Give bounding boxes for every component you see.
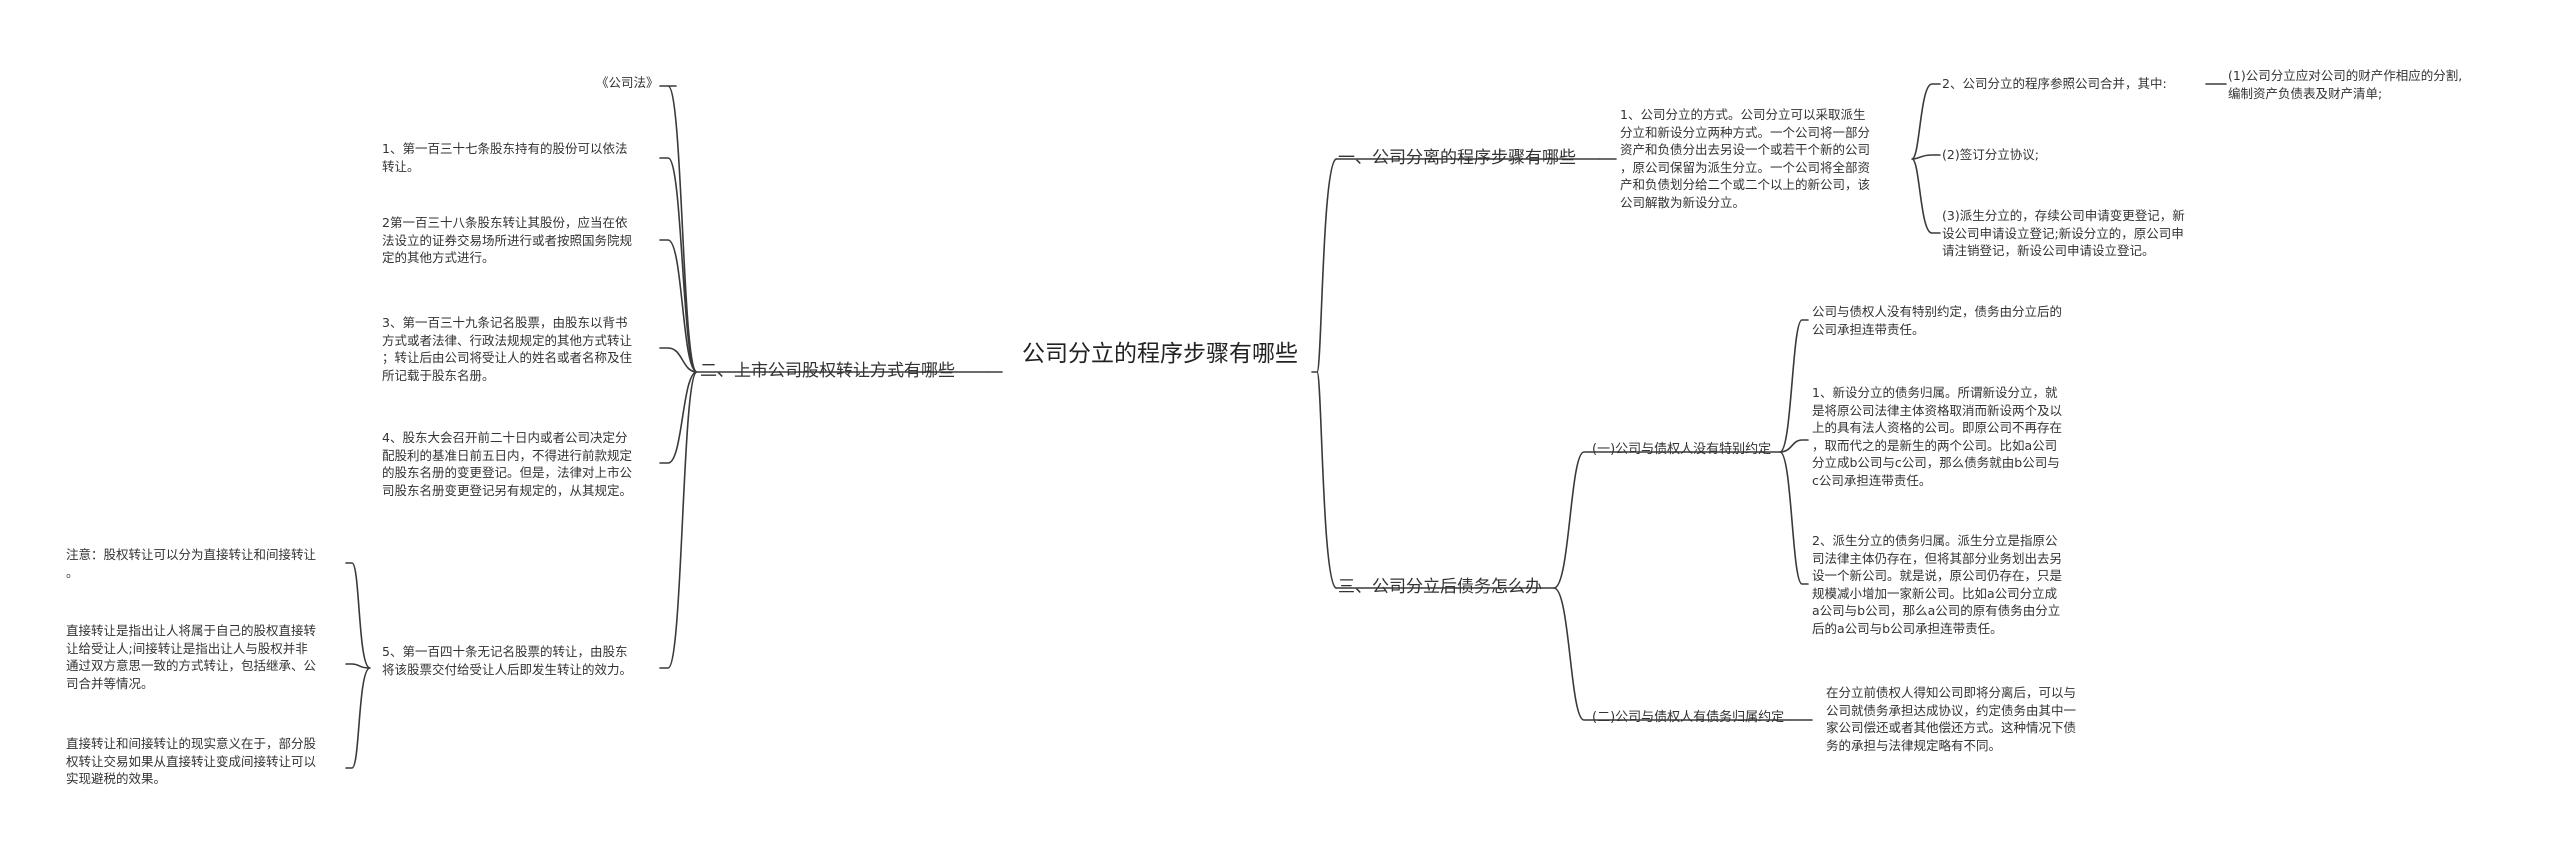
left-item-article-140[interactable]: 5、第一百四十条无记名股票的转让，由股东 将该股票交付给受让人后即发生转让的效力… <box>382 644 633 677</box>
case-debt-agreement[interactable]: (二)公司与债权人有债务归属约定 <box>1592 710 1785 725</box>
connector-left-bracket <box>659 85 698 669</box>
case1-joint-liability[interactable]: 公司与债权人没有特别约定，债务由分立后的 公司承担连带责任。 <box>1812 304 2063 337</box>
case1-derivative-split-debt[interactable]: 2、派生分立的债务归属。派生分立是指原公 司法律主体仍存在，但将其部分业务划出去… <box>1812 533 2063 636</box>
connector-notes-bracket <box>345 562 371 769</box>
step-property-division-detail[interactable]: (1)公司分立应对公司的财产作相应的分割, 编制资产负债表及财产清单; <box>2228 68 2463 101</box>
note-transfer-types[interactable]: 注意：股权转让可以分为直接转让和间接转让 。 <box>66 547 317 580</box>
left-item-article-138[interactable]: 2第一百三十八条股东转让其股份，应当在依 法设立的证券交易场所进行或者按照国务院… <box>382 215 633 265</box>
connector-method-steps <box>1911 83 1941 234</box>
step-registration[interactable]: (3)派生分立的，存续公司申请变更登记，新 设公司申请设立登记;新设分立的，原公… <box>1942 208 2185 258</box>
split-method-text[interactable]: 1、公司分立的方式。公司分立可以采取派生 分立和新设分立两种方式。一个公司将一部… <box>1620 107 1871 210</box>
case2-agreement-text[interactable]: 在分立前债权人得知公司即将分离后，可以与 公司就债务承担达成协议，约定债务由其中… <box>1826 685 2077 753</box>
left-item-article-139[interactable]: 3、第一百三十九条记名股票，由股东以背书 方式或者法律、行政法规规定的其他方式转… <box>382 315 633 383</box>
note-practical-significance[interactable]: 直接转让和间接转让的现实意义在于，部分股 权转让交易如果从直接转让变成间接转让可… <box>66 736 317 786</box>
left-item-article-137[interactable]: 1、第一百三十七条股东持有的股份可以依法 转让。 <box>382 141 628 174</box>
case-no-special-agreement[interactable]: (一)公司与债权人没有特别约定 <box>1592 442 1772 457</box>
step-merge-reference[interactable]: 2、公司分立的程序参照公司合并，其中: <box>1942 76 2167 91</box>
connector-branch2-cases <box>1553 451 1591 721</box>
step-sign-agreement[interactable]: (2)签订分立协议; <box>1942 147 2039 162</box>
connector-root-right <box>1311 158 1337 589</box>
left-item-company-law[interactable]: 《公司法》 <box>596 75 659 90</box>
branch-separation-procedure[interactable]: 一、公司分离的程序步骤有哪些 <box>1338 148 1576 168</box>
branch-stock-transfer-methods[interactable]: 二、上市公司股权转让方式有哪些 <box>700 361 955 381</box>
note-direct-indirect-definition[interactable]: 直接转让是指出让人将属于自己的股权直接转 让给受让人;间接转让是指出让人与股权并… <box>66 623 317 691</box>
connector-case1-items <box>1779 319 1809 585</box>
root-title[interactable]: 公司分立的程序步骤有哪些 <box>1022 341 1298 367</box>
case1-new-split-debt[interactable]: 1、新设分立的债务归属。所谓新设分立，就 是将原公司法律主体资格取消而新设两个及… <box>1812 385 2063 488</box>
branch-debt-after-split[interactable]: 三、公司分立后债务怎么办 <box>1338 577 1542 597</box>
left-item-article-139-cont[interactable]: 4、股东大会召开前二十日内或者公司决定分 配股利的基准日前五日内，不得进行前款规… <box>382 430 633 498</box>
